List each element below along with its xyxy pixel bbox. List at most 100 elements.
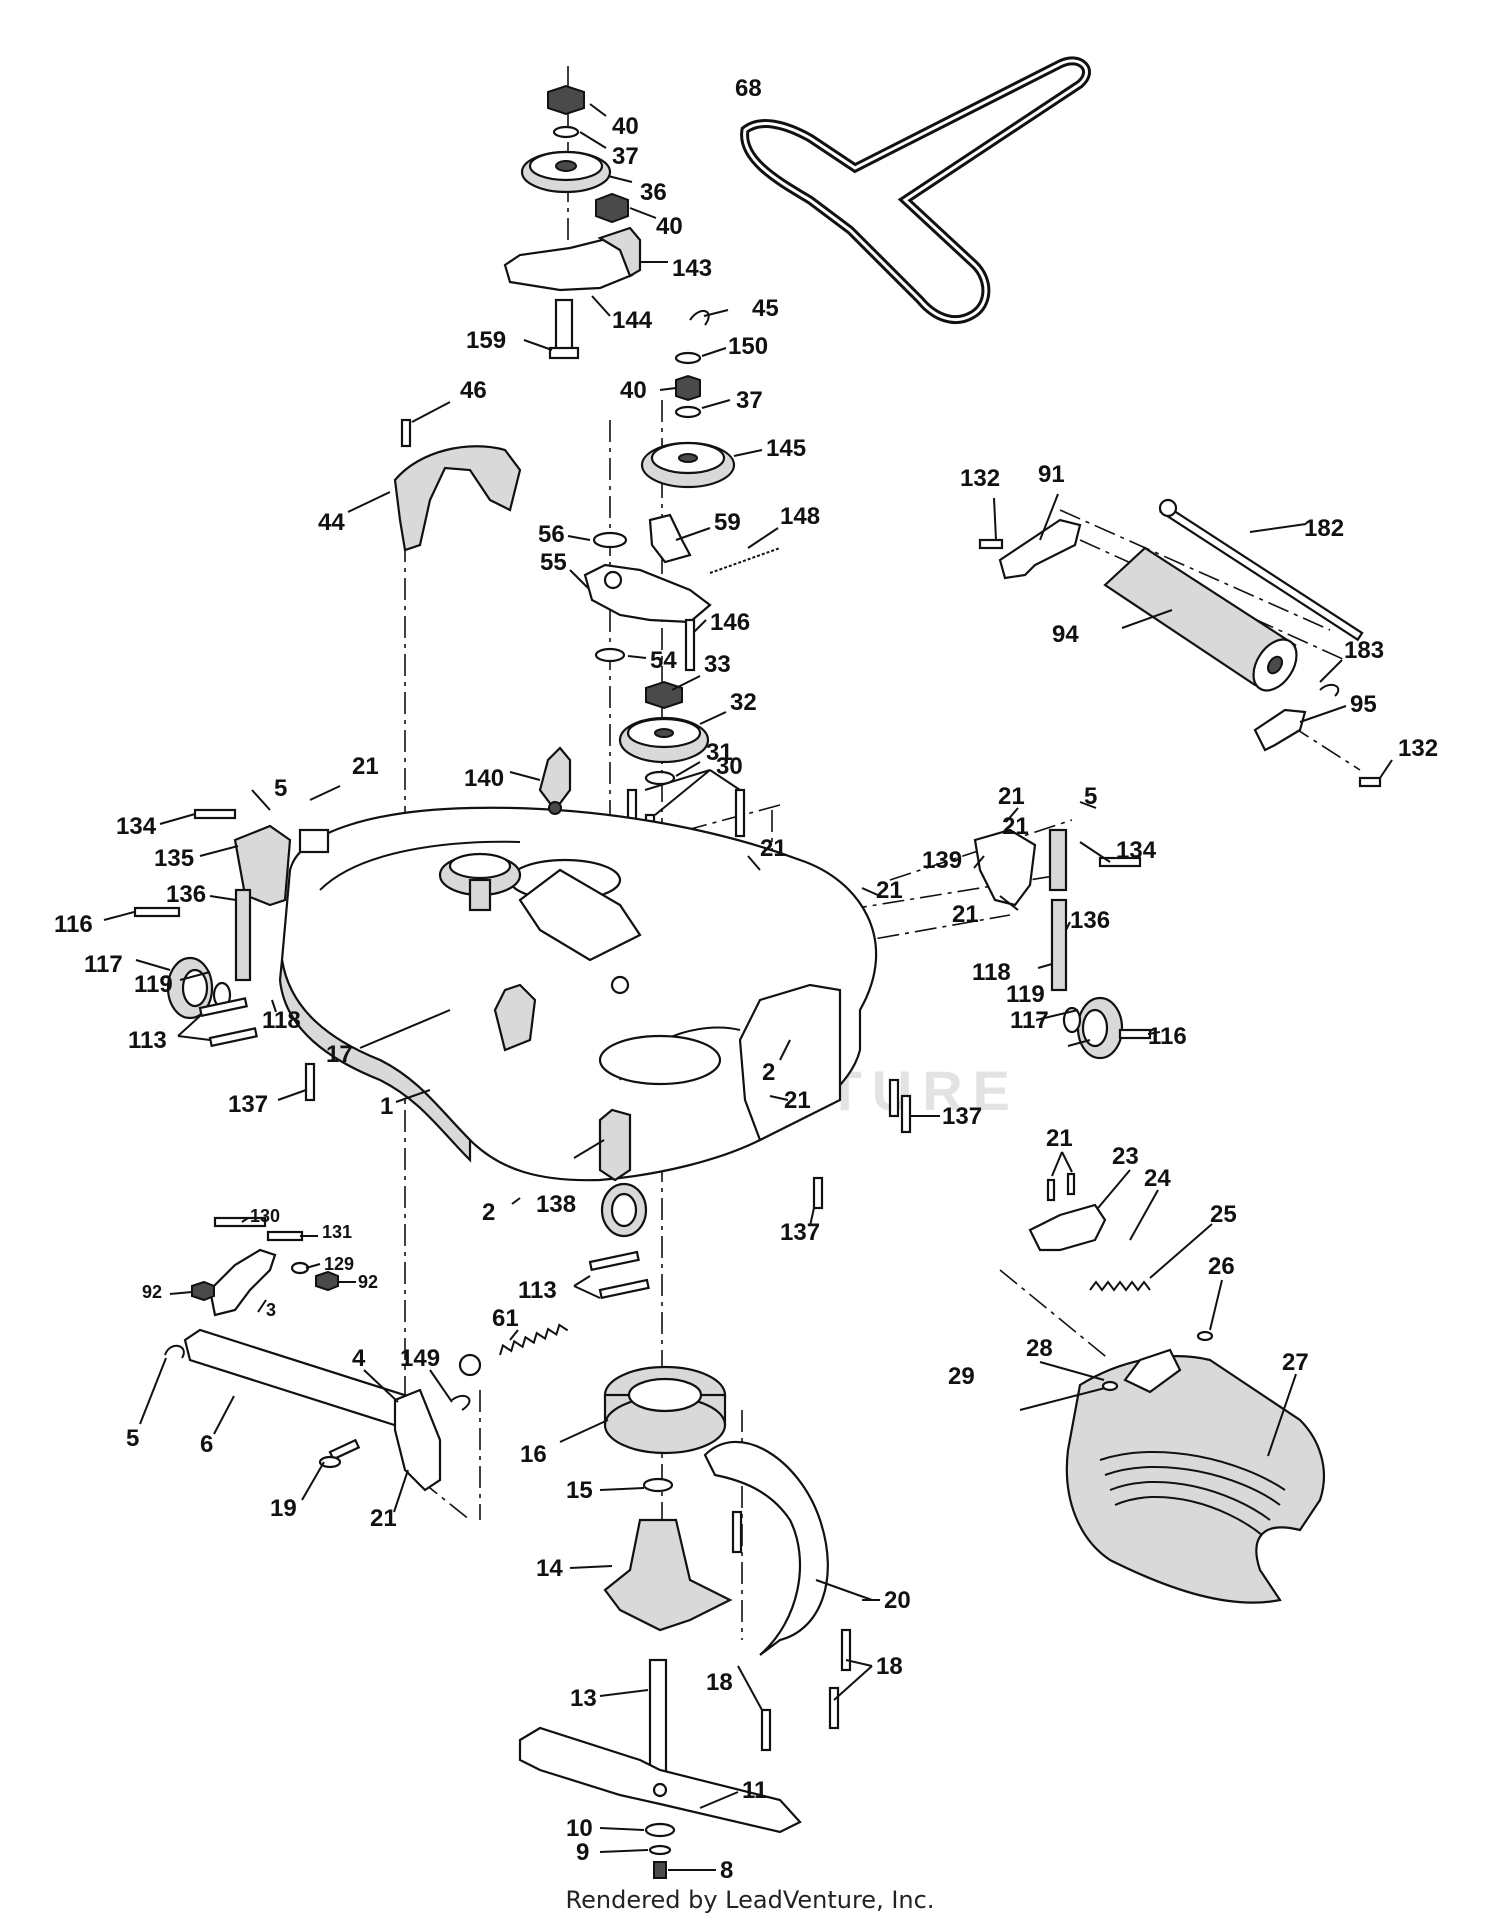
callout-182: 182 (1304, 515, 1344, 542)
callout-137-front: 137 (780, 1219, 820, 1246)
callout-159: 159 (466, 327, 506, 354)
height-bracket-left (193, 808, 330, 982)
callout-129: 129 (324, 1254, 354, 1274)
callout-26: 26 (1208, 1253, 1235, 1280)
bolts-113-front (588, 1250, 650, 1300)
top-idler-assembly (503, 84, 642, 360)
washer-10 (644, 1822, 676, 1838)
callout-36: 36 (640, 179, 667, 206)
callout-61: 61 (492, 1305, 519, 1332)
roller-bracket-95 (1253, 683, 1382, 788)
callout-37: 37 (612, 143, 639, 170)
callout-1: 1 (380, 1093, 393, 1120)
callout-148: 148 (780, 503, 820, 530)
callout-21-chute: 21 (1046, 1125, 1073, 1152)
mower-deck-1 (278, 806, 878, 1182)
bracket-138 (598, 1108, 632, 1182)
belt-68 (740, 56, 1091, 325)
callout-135: 135 (154, 845, 194, 872)
height-bracket-right (1050, 856, 1142, 992)
bolt-19 (318, 1438, 361, 1469)
bolts-113-left (198, 997, 258, 1048)
wheel-117-left (133, 906, 232, 1020)
callout-40-center: 40 (620, 377, 647, 404)
wheel-front (600, 1182, 648, 1238)
callout-132-bottom: 132 (1398, 735, 1438, 762)
callout-117-right: 117 (1010, 1007, 1049, 1034)
callout-113-left: 113 (128, 1027, 167, 1054)
callout-59: 59 (714, 509, 741, 536)
washer-9 (648, 1844, 672, 1856)
callout-5-left: 5 (274, 775, 287, 802)
callout-31: 31 (706, 739, 733, 766)
callout-117-left: 117 (84, 951, 123, 978)
callout-92-left: 92 (142, 1282, 162, 1302)
callout-95: 95 (1350, 691, 1377, 718)
spindle-assembly (603, 1365, 733, 1802)
callout-54: 54 (650, 647, 677, 674)
callout-33: 33 (704, 651, 731, 678)
callout-91: 91 (1038, 461, 1065, 488)
callout-119-left: 119 (134, 971, 173, 998)
discharge-chute-27 (1065, 1348, 1325, 1604)
callout-18-right: 18 (876, 1653, 903, 1680)
callout-56: 56 (538, 521, 565, 548)
callout-45: 45 (752, 295, 779, 322)
callout-113-front: 113 (518, 1277, 557, 1304)
callout-3: 3 (266, 1300, 276, 1320)
callout-6: 6 (200, 1431, 213, 1458)
callout-140: 140 (464, 765, 504, 792)
callout-21-linkage: 21 (370, 1505, 397, 1532)
callout-46: 46 (460, 377, 487, 404)
chute-rod-29 (1019, 1330, 1214, 1411)
blade-11 (518, 1726, 802, 1834)
roller-94 (1103, 498, 1364, 692)
callout-30: 30 (716, 753, 743, 780)
callout-119-right: 119 (1006, 981, 1045, 1008)
callout-21-center: 21 (760, 835, 787, 862)
lift-arm-6 (164, 1328, 432, 1432)
callout-20: 20 (884, 1587, 911, 1614)
callout-21-deck: 21 (784, 1087, 811, 1114)
callout-25: 25 (1210, 1201, 1237, 1228)
callout-21-bracket-low: 21 (952, 901, 979, 928)
callout-5-right: 5 (1084, 783, 1097, 810)
callout-134-right: 134 (1116, 837, 1157, 864)
callout-2-center: 2 (762, 1059, 775, 1086)
callout-40-upper-nut: 40 (656, 213, 683, 240)
callout-23: 23 (1112, 1143, 1139, 1170)
callout-19: 19 (270, 1495, 297, 1522)
callout-28: 28 (1026, 1335, 1053, 1362)
callout-116-right: 116 (1148, 1023, 1187, 1050)
callout-labels: 68 40 37 36 40 143 144 159 45 150 40 37 … (54, 75, 1438, 1884)
callout-145: 145 (766, 435, 806, 462)
leader-lines (103, 103, 1393, 1871)
callout-11: 11 (742, 1777, 767, 1804)
bolts-18 (731, 1510, 852, 1752)
callout-27: 27 (1282, 1349, 1309, 1376)
callout-137-right: 137 (942, 1103, 982, 1130)
callout-138: 138 (536, 1191, 576, 1218)
callout-118-right: 118 (972, 959, 1011, 986)
callout-32: 32 (730, 689, 757, 716)
callout-37-center: 37 (736, 387, 763, 414)
baffle-20 (703, 1440, 829, 1656)
callout-136-right: 136 (1070, 907, 1110, 934)
bolt-8 (653, 1861, 667, 1879)
callout-15: 15 (566, 1477, 593, 1504)
callout-150: 150 (728, 333, 768, 360)
callout-134-left: 134 (116, 813, 157, 840)
callout-146: 146 (710, 609, 750, 636)
wheel-117-right (1062, 996, 1152, 1060)
callout-17: 17 (326, 1041, 353, 1068)
spring-25 (1089, 1280, 1151, 1292)
callout-24: 24 (1144, 1165, 1171, 1192)
callout-68: 68 (735, 75, 762, 102)
callout-21-right-b: 21 (998, 783, 1025, 810)
callout-44: 44 (318, 509, 345, 536)
callout-18-left: 18 (706, 1669, 733, 1696)
callout-131: 131 (322, 1222, 352, 1242)
callout-136-left: 136 (166, 881, 206, 908)
callout-143: 143 (672, 255, 712, 282)
callout-40: 40 (612, 113, 639, 140)
